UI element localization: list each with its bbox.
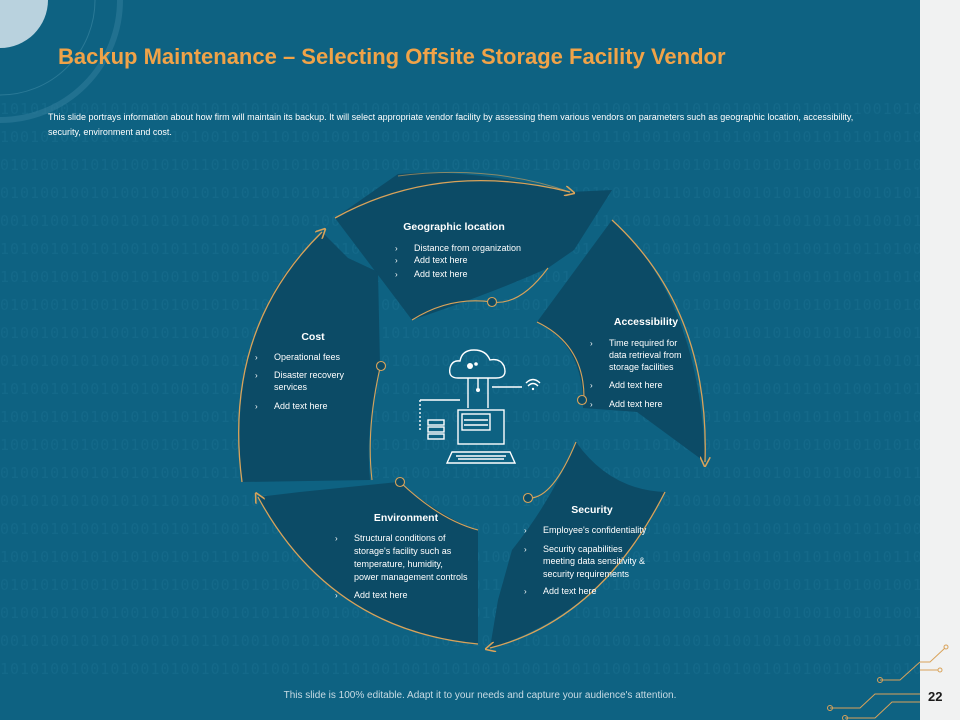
list-item: Add text here xyxy=(543,586,597,596)
footer-note: This slide is 100% editable. Adapt it to… xyxy=(283,690,677,701)
circuit-decoration xyxy=(827,661,920,720)
binary-row: 0100101001010101001010110100100101010010… xyxy=(0,464,920,482)
binary-row: 1010100100101001010010101010010101101001… xyxy=(0,660,920,678)
wifi-icon xyxy=(525,378,541,391)
list-item: services xyxy=(274,382,308,392)
security-title: Security xyxy=(571,504,613,516)
connector-dot xyxy=(576,394,588,406)
page-number: 22 xyxy=(928,689,943,704)
bullet-glyph: › xyxy=(255,353,258,362)
slide: 1010100100101001010010101010010101101001… xyxy=(0,0,920,720)
connector-dot xyxy=(522,492,534,504)
segment-accessibility[interactable] xyxy=(536,219,705,462)
list-item: Add text here xyxy=(414,255,468,265)
geographic-title: Geographic location xyxy=(403,221,505,233)
list-item: Disaster recovery xyxy=(274,370,345,380)
cloud-gear-icon xyxy=(448,349,506,379)
accessibility-title: Accessibility xyxy=(614,316,678,328)
binary-row: 1001010010100101010100101011010010010101… xyxy=(0,128,920,146)
server-icon xyxy=(427,419,445,440)
list-item: data retrieval from xyxy=(609,350,682,360)
circuit-decoration xyxy=(920,644,949,673)
list-item: storage's facility such as xyxy=(354,546,452,556)
bullet-glyph: › xyxy=(524,526,527,535)
environment-title: Environment xyxy=(374,512,439,524)
slide-margin xyxy=(920,0,960,720)
bullet-glyph: › xyxy=(524,587,527,596)
list-item: Security capabilities xyxy=(543,544,623,554)
connector-dot xyxy=(486,296,498,308)
cost-list: › Operational fees › Disaster recovery s… xyxy=(255,352,345,411)
bullet-glyph: › xyxy=(335,591,338,600)
security-list: › Employee's confidentiality › Security … xyxy=(524,525,647,596)
bullet-glyph: › xyxy=(590,339,593,348)
list-item: Structural conditions of xyxy=(354,533,446,543)
bullet-glyph: › xyxy=(590,381,593,390)
binary-row: 1010100100101001010010101010010101101001… xyxy=(0,100,920,118)
binary-row: 0101001010010101010010101101001001010100… xyxy=(0,296,920,314)
center-illustration xyxy=(419,349,541,464)
list-item: Add text here xyxy=(274,401,328,411)
bullet-glyph: › xyxy=(335,534,338,543)
list-item: Distance from organization xyxy=(414,243,521,253)
list-item: temperature, humidity, xyxy=(354,559,443,569)
geographic-list: › Distance from organization › Add text … xyxy=(395,243,521,279)
bullet-glyph: › xyxy=(395,244,398,253)
list-item: storage facilities xyxy=(609,362,674,372)
slide-title: Backup Maintenance – Selecting Offsite S… xyxy=(58,44,726,69)
bullet-glyph: › xyxy=(524,545,527,554)
list-item: meeting data sensitivity & xyxy=(543,556,645,566)
bullet-glyph: › xyxy=(255,371,258,380)
cost-title: Cost xyxy=(301,331,325,343)
bullet-glyph: › xyxy=(395,270,398,279)
cycle-diagram: Geographic location Accessibility Securi… xyxy=(238,171,920,720)
environment-list: › Structural conditions of storage's fac… xyxy=(335,533,468,600)
segment-security[interactable] xyxy=(490,441,666,648)
binary-row: 0100101010100101011010010010101001010010… xyxy=(0,324,920,342)
binary-row: 0101001010101001010110100100101010010100… xyxy=(0,156,920,174)
segment-geographic-location[interactable] xyxy=(334,172,612,321)
laptop-icon xyxy=(445,409,517,464)
bullet-glyph: › xyxy=(395,256,398,265)
list-item: security requirements xyxy=(543,569,630,579)
segment-cost[interactable] xyxy=(238,232,387,483)
connector-dot xyxy=(394,476,406,488)
list-item: Time required for xyxy=(609,338,677,348)
corner-circle-decoration xyxy=(0,0,123,123)
segment-environment[interactable] xyxy=(258,476,479,645)
bullet-glyph: › xyxy=(590,400,593,409)
list-item: Add text here xyxy=(609,380,663,390)
list-item: Add text here xyxy=(414,269,468,279)
list-item: Operational fees xyxy=(274,352,341,362)
list-item: Add text here xyxy=(609,399,663,409)
list-item: Add text here xyxy=(354,590,408,600)
list-item: Employee's confidentiality xyxy=(543,525,647,535)
list-item: power management controls xyxy=(354,572,468,582)
intro-paragraph: This slide portrays information about ho… xyxy=(48,112,854,137)
bullet-glyph: › xyxy=(255,402,258,411)
binary-row: 0010101010010101101001001010100101001010… xyxy=(0,492,920,510)
connector-dot xyxy=(375,360,387,372)
accessibility-list: › Time required for data retrieval from … xyxy=(590,338,682,409)
